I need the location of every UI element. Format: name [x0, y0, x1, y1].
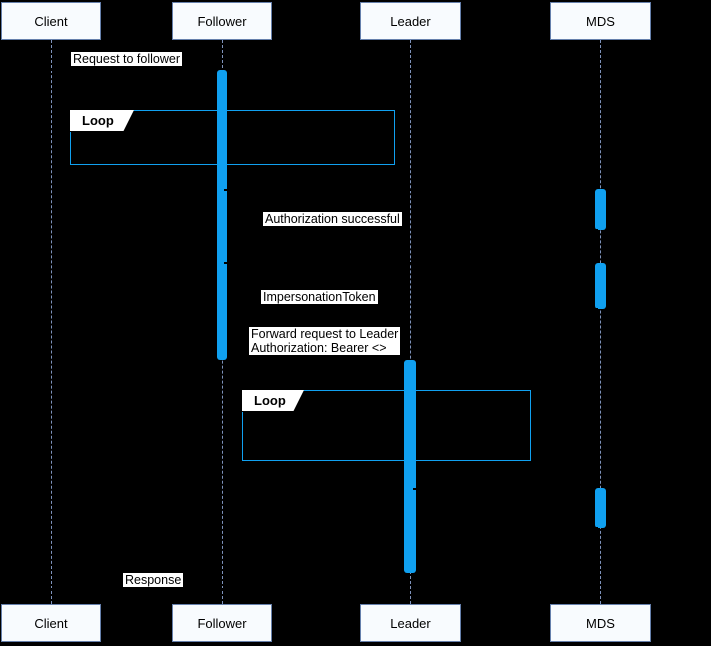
participant-box-top-leader: Leader [360, 2, 461, 40]
activation-bar-mds [595, 488, 606, 528]
message-arrowhead [587, 484, 596, 494]
lifeline-client [51, 40, 52, 604]
message-arrowhead [416, 523, 425, 533]
message-line [227, 229, 598, 231]
message-line [224, 262, 595, 264]
participant-box-bottom-leader: Leader [360, 604, 461, 642]
lifeline-leader [410, 40, 411, 604]
participant-box-top-follower: Follower [172, 2, 272, 40]
message-arrowhead [587, 185, 596, 195]
message-arrowhead [51, 584, 60, 594]
message-line [224, 360, 404, 362]
participant-box-top-client: Client [1, 2, 101, 40]
message-arrowhead [396, 356, 405, 366]
activation-bar-follower [217, 70, 227, 360]
message-label: Forward request to Leader Authorization:… [249, 327, 401, 355]
message-arrowhead [587, 258, 596, 268]
message-arrowhead [227, 225, 236, 235]
loop-frame [242, 390, 531, 461]
message-label: Response [123, 573, 184, 587]
loop-label-tab: Loop [70, 110, 134, 132]
message-arrowhead [227, 304, 236, 314]
activation-bar-mds [595, 189, 606, 230]
message-arrowhead [209, 65, 218, 75]
message-label: ImpersonationToken [261, 290, 378, 304]
participant-box-bottom-client: Client [1, 604, 101, 642]
message-line [224, 189, 595, 191]
activation-bar-leader [404, 360, 416, 573]
message-line [51, 588, 225, 590]
participant-box-bottom-mds: MDS [550, 604, 651, 642]
loop-frame [70, 110, 395, 165]
message-line [413, 488, 595, 490]
lifeline-mds [600, 40, 601, 604]
message-label: Request to follower [71, 52, 183, 66]
participant-box-top-mds: MDS [550, 2, 651, 40]
participant-box-bottom-follower: Follower [172, 604, 272, 642]
message-line [227, 308, 598, 310]
message-line [416, 527, 598, 529]
message-label: Authorization successful [263, 212, 402, 226]
activation-bar-mds [595, 263, 606, 309]
message-line [48, 69, 217, 71]
